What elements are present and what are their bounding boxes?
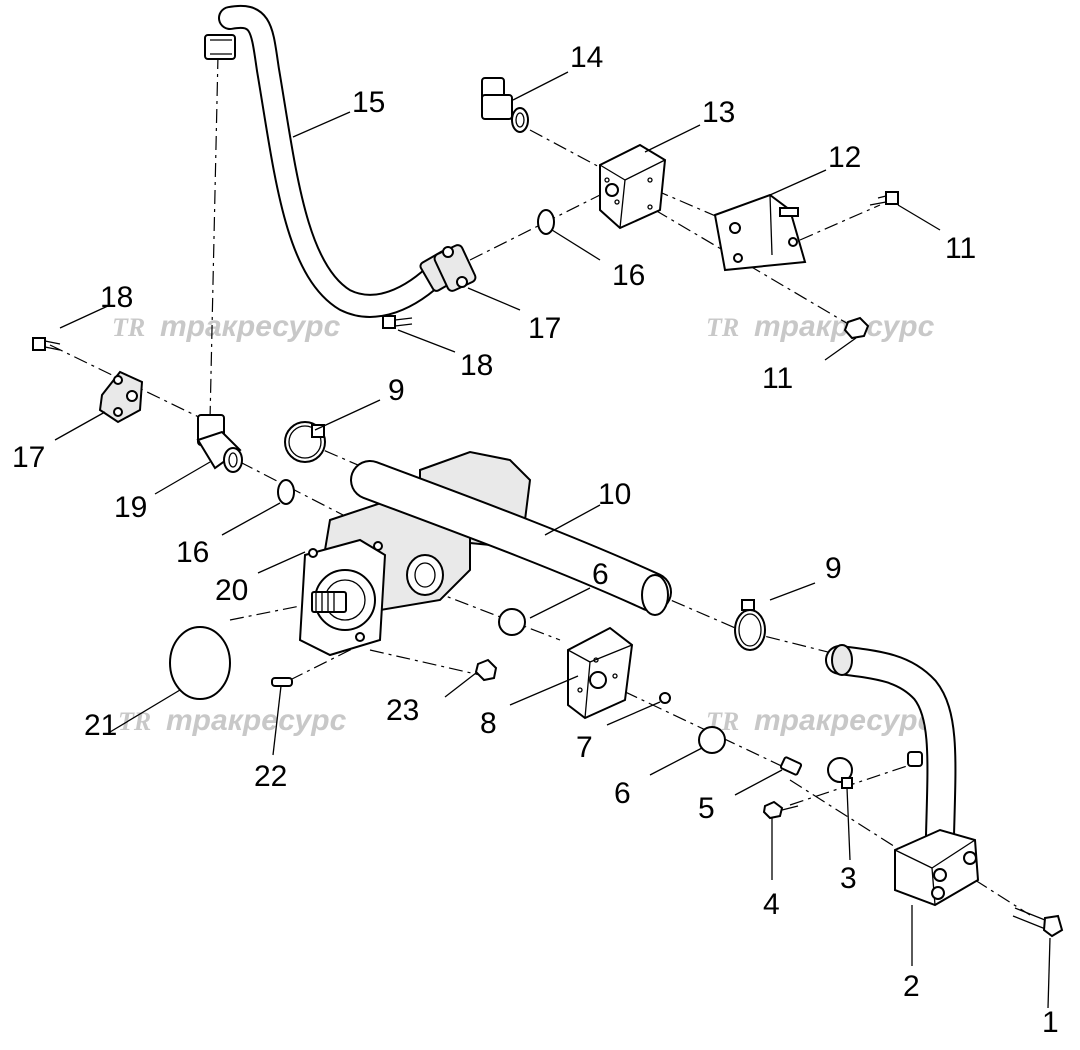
elbow-fitting-part-19	[196, 414, 243, 473]
callout-11-upper: 11	[945, 232, 976, 265]
callout-14: 14	[570, 41, 603, 74]
callout-labels: 1 2 3 4 5 6 7 8 6 9 10 23 22 21 20 16 19…	[12, 41, 1059, 1039]
watermark-bottom-right: TR тракресурс	[706, 704, 935, 737]
callout-16-lower: 16	[176, 536, 209, 569]
flange-plate-part-8	[567, 626, 634, 720]
callout-12: 12	[828, 141, 861, 174]
callout-11-lower: 11	[762, 362, 793, 395]
callout-22: 22	[254, 760, 287, 793]
callout-2: 2	[903, 970, 920, 1003]
bolt-part-1	[1012, 907, 1064, 938]
bolt-part-4	[762, 800, 799, 820]
svg-text:тракресурс: тракресурс	[754, 310, 935, 343]
callout-20: 20	[215, 574, 248, 607]
callout-3: 3	[840, 862, 857, 895]
o-ring-part-6-upper	[498, 608, 526, 636]
callout-4: 4	[763, 888, 780, 921]
bolt-part-18-left	[32, 337, 61, 351]
adapter-block-part-13	[599, 143, 667, 230]
callout-13: 13	[702, 96, 735, 129]
flange-clamp-part-17-lower	[98, 370, 144, 424]
callout-19: 19	[114, 491, 147, 524]
o-ring-part-6-lower	[698, 726, 726, 754]
pipe-block-part-2	[825, 644, 980, 907]
bolt-part-23	[474, 658, 498, 682]
svg-text:TR: TR	[706, 313, 739, 342]
callout-18-left: 18	[100, 281, 133, 314]
o-ring-part-21	[169, 626, 231, 700]
leader-lines	[54, 71, 1051, 1009]
callout-6-upper: 6	[592, 558, 609, 591]
watermark-top-right: TR тракресурс	[706, 310, 935, 343]
flange-clamp-part-17-upper	[433, 244, 477, 292]
callout-15: 15	[352, 86, 385, 119]
callout-9-lower: 9	[825, 552, 842, 585]
suction-hose-part-10	[350, 460, 672, 616]
callout-21: 21	[84, 709, 117, 742]
watermark-top-left: TR тракресурс	[112, 310, 341, 343]
callout-8: 8	[480, 707, 497, 740]
callout-9-upper: 9	[388, 374, 405, 407]
callout-17-upper: 17	[528, 312, 561, 345]
hose-clamp-part-9-lower	[734, 599, 766, 651]
callout-18-upper: 18	[460, 349, 493, 382]
o-ring-part-16-lower	[277, 479, 295, 505]
nut-part-11-lower	[843, 316, 870, 340]
bolt-part-11-upper	[869, 191, 899, 206]
svg-text:тракресурс: тракресурс	[160, 310, 341, 343]
upper-hose-part-15	[204, 4, 461, 318]
svg-text:TR: TR	[112, 313, 145, 342]
callout-6-lower: 6	[614, 777, 631, 810]
watermark-bottom-left: TR тракресурс	[118, 704, 347, 737]
screw-part-5	[779, 756, 803, 776]
callout-1: 1	[1042, 1006, 1059, 1039]
callout-16-upper: 16	[612, 259, 645, 292]
callout-23: 23	[386, 694, 419, 727]
svg-text:TR: TR	[118, 707, 151, 736]
mounting-bracket-part-12	[713, 193, 807, 272]
assembly-axes	[49, 54, 1031, 916]
svg-text:тракресурс: тракресурс	[166, 704, 347, 737]
hose-clamp-part-9-upper	[284, 421, 326, 463]
bolt-part-18-upper	[382, 315, 413, 329]
svg-text:тракресурс: тракресурс	[754, 704, 935, 737]
callout-5: 5	[698, 792, 715, 825]
callout-7: 7	[576, 731, 593, 764]
pin-part-7	[659, 692, 671, 704]
o-ring-part-16-upper	[537, 209, 555, 235]
callout-10: 10	[598, 478, 631, 511]
callout-17-lower: 17	[12, 441, 45, 474]
clip-part-3	[827, 757, 853, 789]
stud-part-22	[271, 677, 293, 687]
elbow-fitting-part-14	[481, 77, 529, 133]
